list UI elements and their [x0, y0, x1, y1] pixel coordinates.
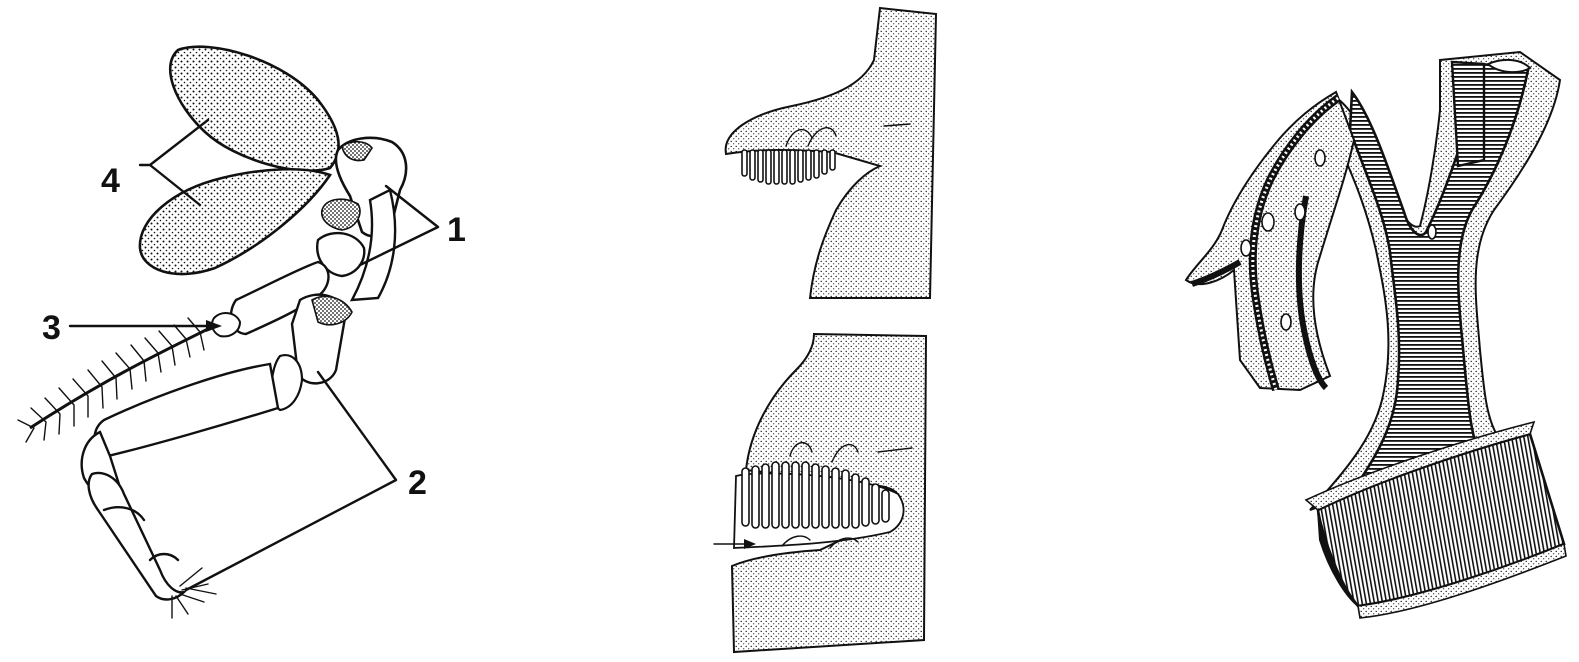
label-four: 4 [101, 162, 120, 200]
tracheole-sheath [1186, 92, 1354, 390]
label-two: 2 [408, 464, 427, 502]
gill-section-panel [714, 8, 936, 652]
endopod-long-segment [95, 364, 278, 456]
endopod-shaded [312, 296, 352, 324]
label-one: 1 [447, 211, 466, 249]
trachea-panel [1186, 52, 1566, 618]
upper-filaments [742, 150, 835, 184]
endopod-distal-segment [89, 473, 184, 600]
gill-lobe-upper [170, 47, 338, 171]
label-three: 3 [42, 309, 61, 347]
trachea-short-branch [1452, 62, 1484, 166]
appendage-panel: 4 1 3 2 [18, 47, 466, 618]
basis-shaded [322, 199, 360, 230]
gill-lobe-lower [140, 169, 330, 274]
